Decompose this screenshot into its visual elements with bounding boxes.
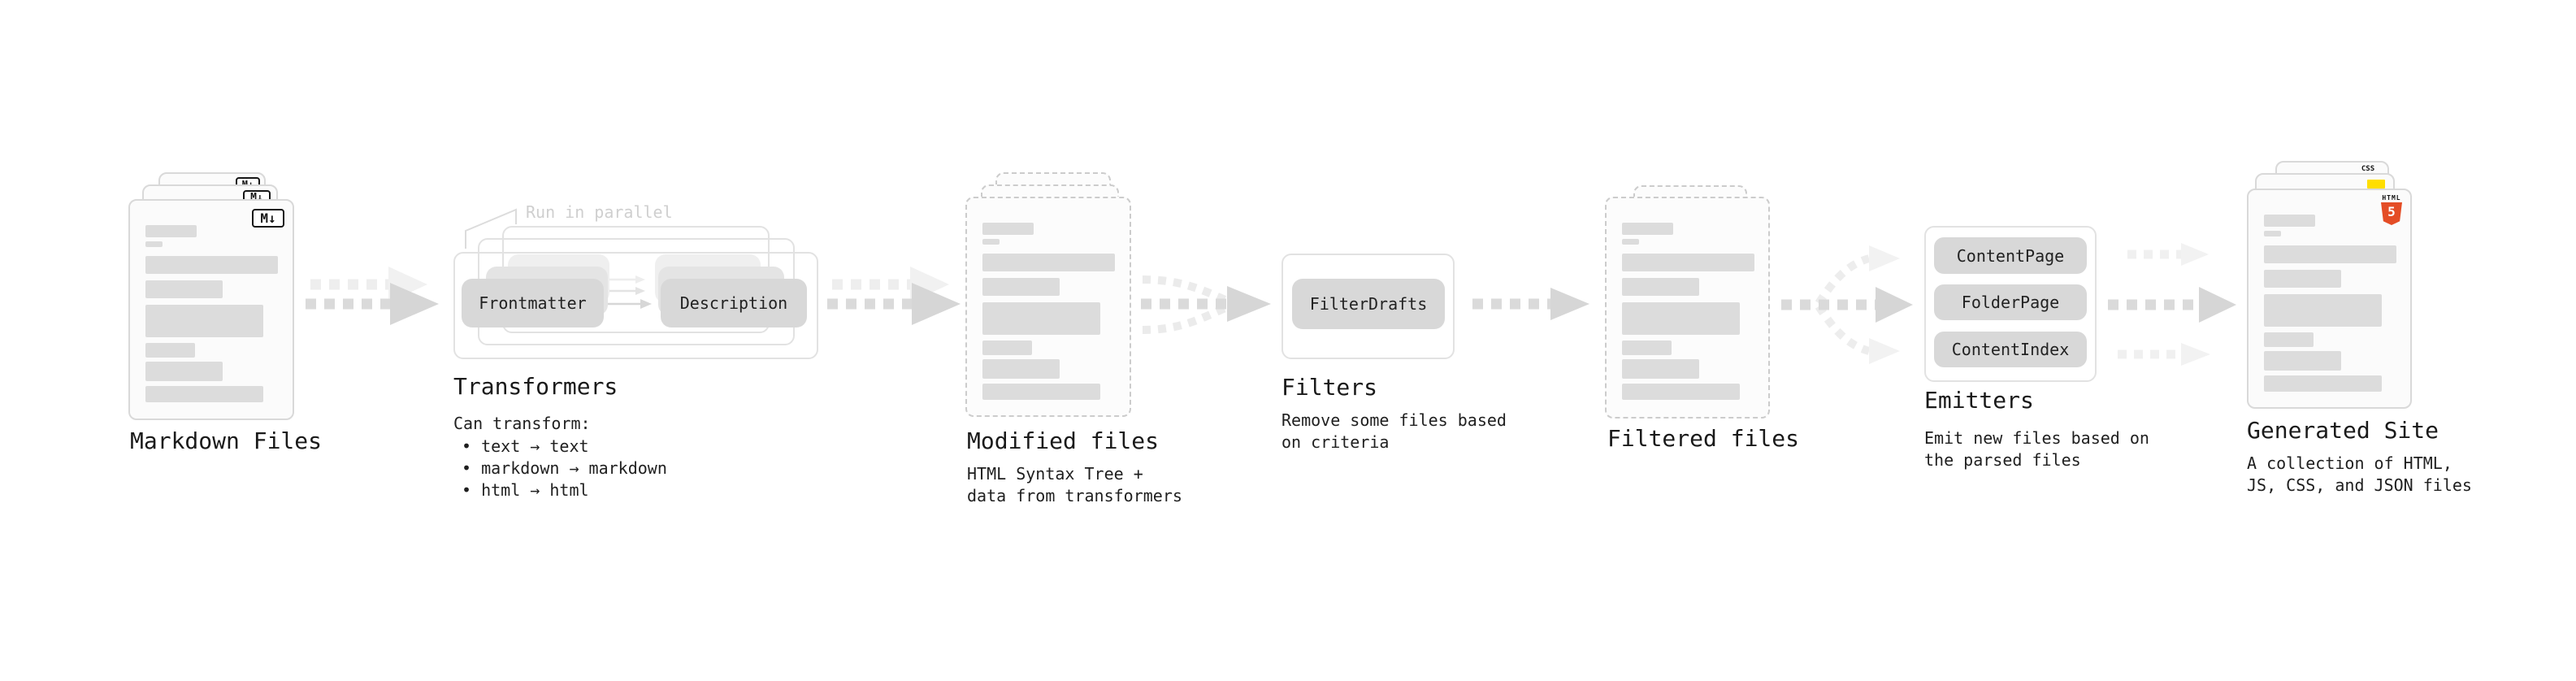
text-placeholder-bar (982, 223, 1034, 235)
generated-site-label: Generated Site (2247, 417, 2439, 444)
filters-frame (1281, 254, 1455, 359)
text-placeholder-bar (1622, 278, 1699, 296)
transformers-label: Transformers (453, 373, 618, 400)
text-placeholder-bar (2264, 294, 2382, 327)
markdown-file-card: M↓ (128, 199, 294, 420)
modified-files-desc: HTML Syntax Tree + (967, 464, 1143, 484)
run-in-parallel-note: Run in parallel (526, 202, 673, 222)
emitters-frame (1924, 226, 2097, 382)
text-placeholder-bar (1622, 302, 1740, 335)
flow-arrow-transformers-to-modified (827, 267, 961, 325)
modified-files-desc: data from transformers (967, 486, 1182, 505)
emitters-label: Emitters (1924, 387, 2034, 414)
transformers-bullet: • html → html (462, 480, 589, 500)
transformers-bullet: • markdown → markdown (462, 458, 667, 478)
text-placeholder-bar (145, 225, 197, 237)
filters-desc: Remove some files based (1281, 410, 1507, 430)
text-placeholder-bar (982, 384, 1100, 400)
text-placeholder-bar (2264, 231, 2281, 236)
text-placeholder-bar (1622, 340, 1672, 355)
generated-site-desc: A collection of HTML, (2247, 453, 2452, 473)
text-placeholder-bar (1622, 384, 1740, 400)
javascript-icon (2367, 180, 2385, 189)
markdown-files-label: Markdown Files (130, 427, 323, 454)
text-placeholder-bar (1622, 239, 1639, 245)
modified-file-card (965, 197, 1131, 417)
text-placeholder-bar (145, 280, 223, 298)
note-leader-line (465, 208, 517, 249)
text-placeholder-bar (1622, 223, 1673, 235)
text-placeholder-bar (2264, 270, 2341, 288)
transformer-description-pill: Description (661, 279, 807, 327)
markdown-icon: M↓ (252, 209, 284, 228)
flow-arrow-filtered-to-emitters (1781, 245, 1913, 364)
text-placeholder-bar (145, 256, 278, 274)
modified-files-label: Modified files (967, 427, 1160, 454)
text-placeholder-bar (982, 278, 1060, 296)
text-placeholder-bar (2264, 351, 2341, 371)
flow-arrow-emitters-to-generated (2108, 243, 2236, 366)
flow-arrow-filters-to-filtered (1472, 288, 1589, 320)
parallel-mini-arrows (608, 275, 652, 309)
text-placeholder-bar (1622, 254, 1754, 271)
text-placeholder-bar (2264, 215, 2315, 227)
filtered-file-card (1605, 197, 1770, 419)
transformers-desc-title: Can transform: (453, 414, 591, 433)
text-placeholder-bar (145, 362, 223, 381)
text-placeholder-bar (982, 239, 1000, 245)
transformer-frame (453, 252, 818, 359)
text-placeholder-bar (145, 241, 163, 247)
generated-site-desc: JS, CSS, and JSON files (2247, 475, 2472, 495)
text-placeholder-bar (982, 302, 1100, 335)
transformers-bullet: • text → text (462, 436, 589, 456)
emitter-contentindex-pill: ContentIndex (1934, 332, 2087, 367)
text-placeholder-bar (982, 359, 1060, 379)
emitter-folderpage-pill: FolderPage (1934, 284, 2087, 320)
emitters-desc: Emit new files based on (1924, 428, 2149, 448)
text-placeholder-bar (2264, 245, 2396, 263)
generated-html-file-card: HTML 5 (2247, 189, 2412, 409)
flow-arrow-modified-to-filters (1141, 275, 1271, 334)
text-placeholder-bar (2264, 332, 2314, 347)
html5-icon: HTML 5 (2381, 194, 2402, 225)
text-placeholder-bar (982, 254, 1115, 271)
flow-arrow-markdown-to-transformers (306, 267, 439, 325)
emitters-desc: the parsed files (1924, 450, 2081, 470)
filtered-files-label: Filtered files (1607, 425, 1800, 452)
text-placeholder-bar (1622, 359, 1699, 379)
filter-drafts-pill: FilterDrafts (1292, 279, 1445, 329)
emitter-contentpage-pill: ContentPage (1934, 237, 2087, 274)
text-placeholder-bar (982, 340, 1032, 355)
filters-label: Filters (1281, 374, 1378, 401)
text-placeholder-bar (145, 305, 263, 337)
text-placeholder-bar (2264, 375, 2382, 392)
text-placeholder-bar (145, 343, 195, 358)
filters-desc: on criteria (1281, 432, 1390, 452)
text-placeholder-bar (145, 386, 263, 402)
transformer-frontmatter-pill: Frontmatter (462, 279, 604, 327)
